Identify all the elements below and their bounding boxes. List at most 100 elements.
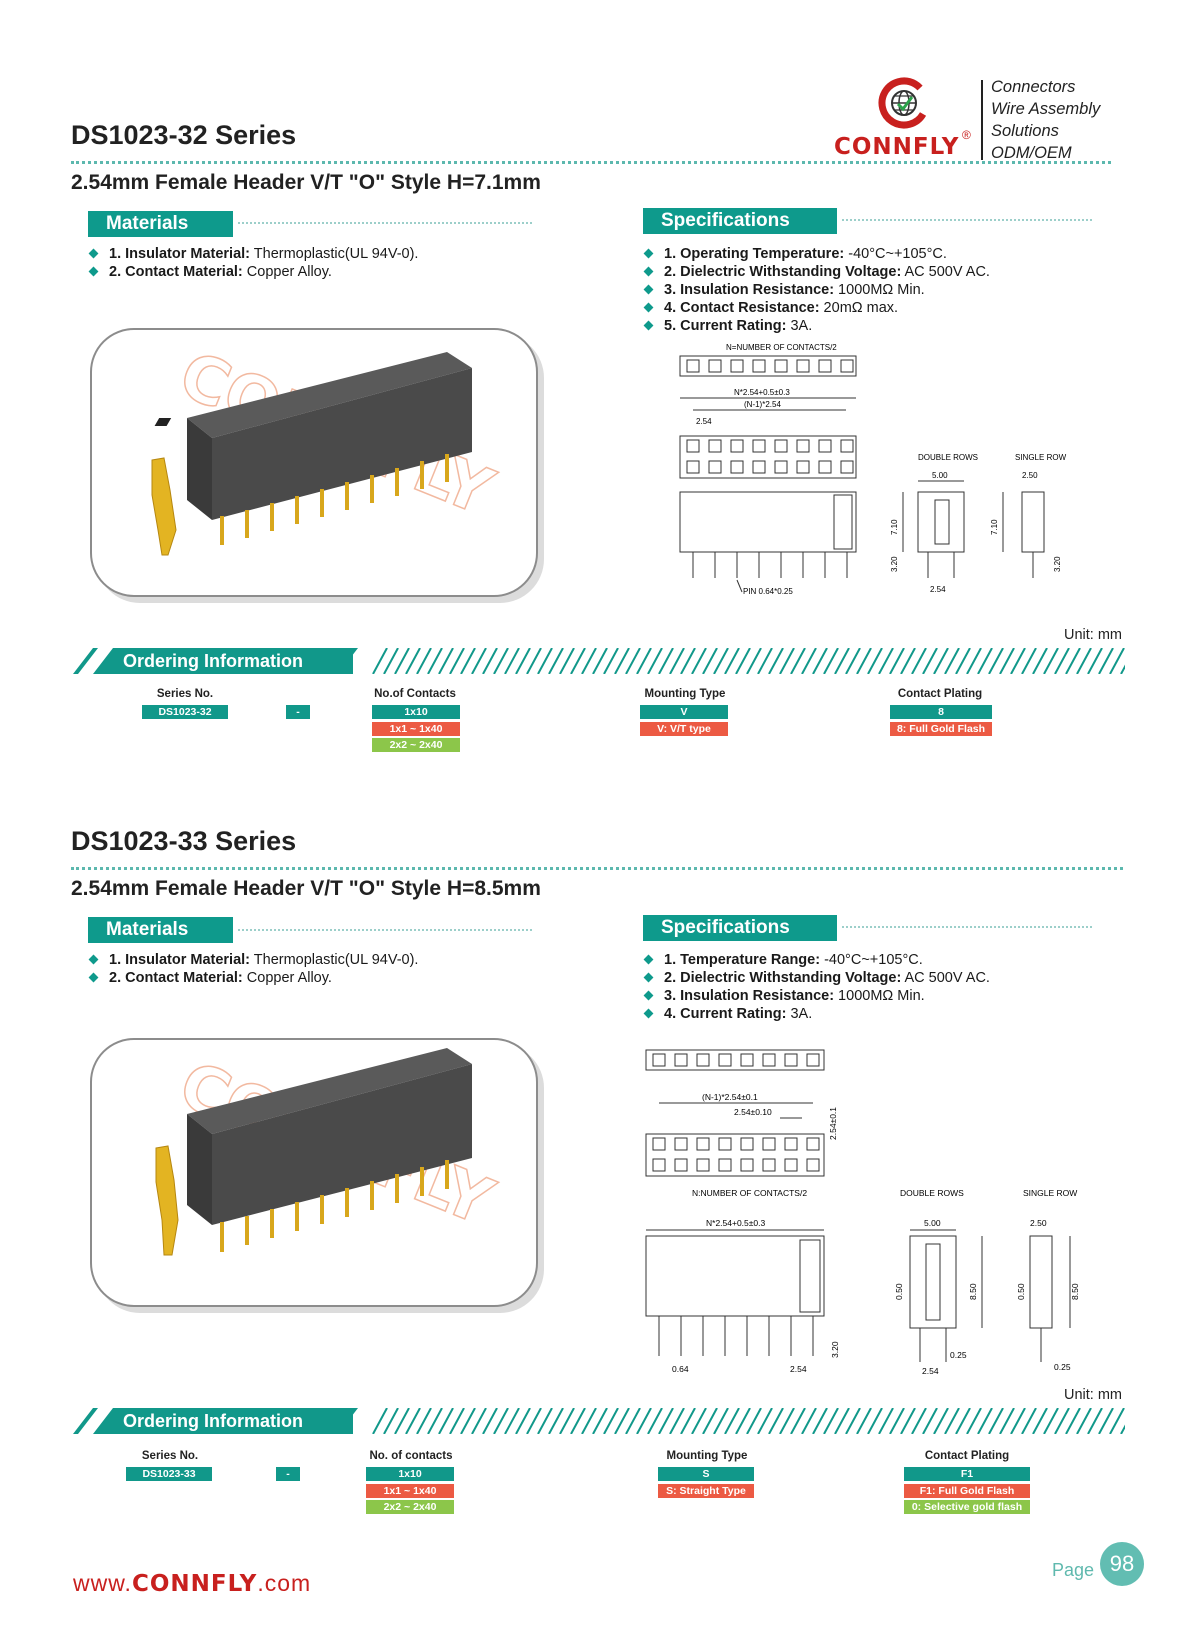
url-brand: CONNFLY (131, 1571, 258, 1597)
hatch-line (845, 647, 861, 675)
hatch-line (449, 1407, 465, 1435)
drawing-label: 7.10 (890, 519, 899, 535)
item-value: 1000MΩ Min. (834, 988, 925, 1004)
registered-mark: ® (962, 128, 971, 142)
contact-plating-value: 8 (890, 705, 992, 719)
drawing-label: (N-1)*2.54±0.1 (702, 1092, 758, 1102)
hatch-line (1087, 1407, 1103, 1435)
item-label: 2. Contact Material: (109, 264, 243, 280)
materials-dots (238, 222, 532, 224)
hatch-line (581, 1407, 597, 1435)
specifications-list: 1. Operating Temperature: -40°C~+105°C. … (643, 245, 990, 335)
hatch-line (955, 647, 971, 675)
hatch-line (823, 647, 839, 675)
hatch-line (559, 647, 575, 675)
hatch-line (757, 647, 773, 675)
specifications-heading: Specifications (643, 208, 837, 234)
bullet-icon (88, 954, 99, 965)
hatch-line (867, 647, 883, 675)
materials-dots (238, 929, 532, 931)
bullet-icon (643, 302, 654, 313)
drawing-label: N*2.54+0.5±0.3 (734, 388, 790, 397)
hatch-line (768, 1407, 784, 1435)
list-item: 1. Operating Temperature: -40°C~+105°C. (643, 245, 990, 263)
contacts-value: 1x10 (366, 1467, 454, 1481)
hatch-line (1043, 1407, 1059, 1435)
drawing-label: 0.25 (950, 1350, 967, 1360)
drawing-label: 2.54 (696, 417, 712, 426)
series-no-title: Series No. (156, 688, 214, 700)
bullet-icon (643, 972, 654, 983)
ordering-info-heading: Ordering Information (123, 651, 303, 671)
drawing-label: 0.50 (894, 1283, 904, 1300)
ordering-bar-graphic (73, 1407, 1136, 1435)
item-label: 1. Insulator Material: (109, 246, 251, 262)
unit-label: Unit: mm (1064, 1387, 1122, 1403)
specifications-heading: Specifications (643, 915, 837, 941)
drawing-label: 2.54±0.1 (828, 1107, 838, 1140)
item-value: 3A. (786, 318, 813, 334)
separator-dash: - (276, 1467, 300, 1481)
hatch-line (977, 1407, 993, 1435)
hatch-line (669, 1407, 685, 1435)
dimension-drawing: (N-1)*2.54±0.1 2.54±0.10 2.54±0.1 N:NUMB… (640, 1040, 1110, 1390)
drawing-label: N=NUMBER OF CONTACTS/2 (726, 343, 837, 352)
hatch-line (559, 1407, 575, 1435)
hatch-line (834, 647, 850, 675)
drawing-label: N:NUMBER OF CONTACTS/2 (692, 1188, 807, 1198)
website-url[interactable]: www.CONNFLY.com (73, 1570, 311, 1597)
hatch-line (647, 1407, 663, 1435)
hatch-line (801, 1407, 817, 1435)
item-value: Copper Alloy. (242, 264, 332, 280)
hatch-line (757, 1407, 773, 1435)
contacts-value: 1x10 (372, 705, 460, 719)
item-value: 20mΩ max. (819, 300, 899, 316)
hatch-line (746, 1407, 762, 1435)
hatch-line (603, 1407, 619, 1435)
contacts-option: 1x1 ~ 1x40 (366, 1484, 454, 1498)
hatch-line (889, 647, 905, 675)
hatch-line (658, 1407, 674, 1435)
item-value: 1000MΩ Min. (834, 282, 925, 298)
hatch-line (493, 647, 509, 675)
hatch-line (471, 1407, 487, 1435)
series-subtitle: 2.54mm Female Header V/T "O" Style H=8.5… (71, 877, 541, 900)
item-value: 3A. (786, 1006, 813, 1022)
hatch-line (526, 647, 542, 675)
item-label: 2. Contact Material: (109, 970, 243, 986)
hatch-line (471, 647, 487, 675)
hatch-line (1010, 647, 1026, 675)
drawing-label: DOUBLE ROWS (918, 453, 978, 462)
url-suffix: .com (257, 1570, 312, 1596)
contact-plating-value: F1 (904, 1467, 1030, 1481)
hatch-line (1076, 1407, 1092, 1435)
hatch-line (438, 647, 454, 675)
hatch-line (372, 647, 388, 675)
hatch-line (1032, 647, 1048, 675)
hatch-line (790, 647, 806, 675)
list-item: 1. Insulator Material: Thermoplastic(UL … (88, 951, 418, 969)
hatch-line (713, 1407, 729, 1435)
hatch-line (537, 1407, 553, 1435)
hatch-line (944, 647, 960, 675)
hatch-line (999, 647, 1015, 675)
hatch-line (647, 647, 663, 675)
list-item: 3. Insulation Resistance: 1000MΩ Min. (643, 987, 990, 1005)
hatch-line (724, 1407, 740, 1435)
product-photo: CONNFLY (90, 1038, 538, 1307)
hatch-line (482, 1407, 498, 1435)
logo-divider (981, 80, 983, 160)
hatch-line (977, 647, 993, 675)
hatch-line (966, 647, 982, 675)
ordering-info-bar (73, 647, 1136, 675)
technical-drawing: (N-1)*2.54±0.1 2.54±0.10 2.54±0.1 N:NUMB… (645, 1049, 1080, 1376)
hatch-line (988, 1407, 1004, 1435)
hatch-line (845, 1407, 861, 1435)
item-label: 1. Temperature Range: (664, 952, 821, 968)
drawing-label: 0.50 (1016, 1283, 1026, 1300)
drawing-label: PIN 0.64*0.25 (743, 587, 793, 596)
mounting-type-value: V (640, 705, 728, 719)
bullet-icon (643, 1008, 654, 1019)
hatch-line (878, 1407, 894, 1435)
list-item: 2. Dielectric Withstanding Voltage: AC 5… (643, 969, 990, 987)
